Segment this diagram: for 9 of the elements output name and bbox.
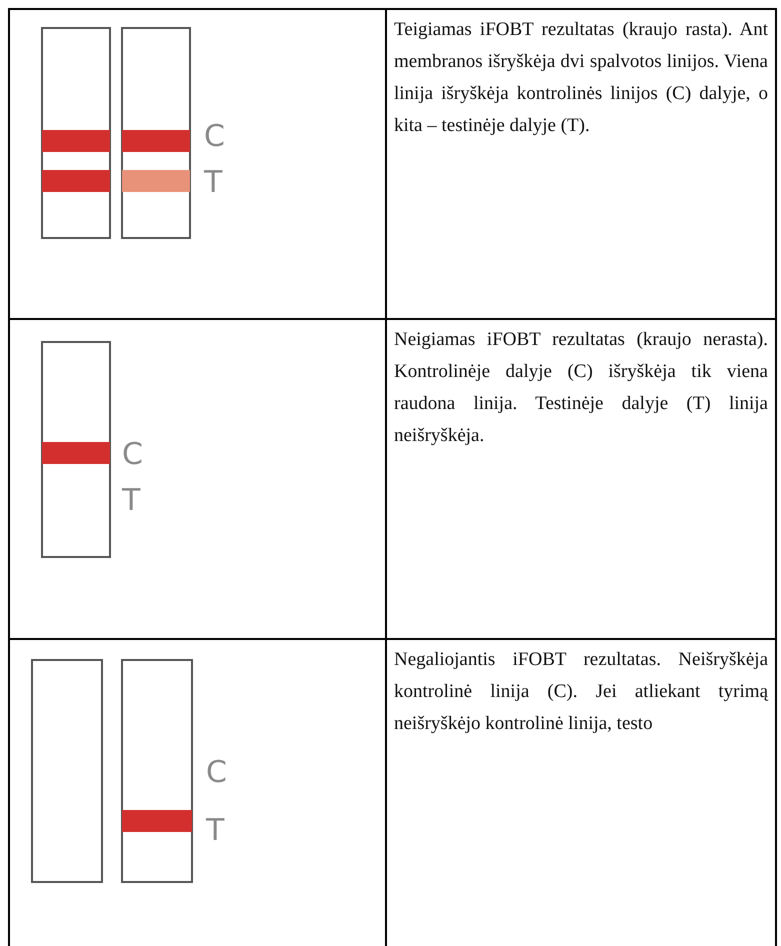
description-text: Neigiamas iFOBT rezultatas (kraujo nerasta). Kontrolinėje dalyje (C) išryškėja tik viena raudona linija. Testinėje dalyje (T) linija neišryškėja. bbox=[394, 328, 768, 448]
description-text: Negaliojantis iFOBT rezultatas. Neišryškėja kontrolinė linija (C). Jei atliekant tyrimą neišryškėjo kontrolinė linija, testo bbox=[394, 648, 768, 736]
zone-letter: C bbox=[204, 122, 225, 152]
zone-letter: T bbox=[122, 486, 140, 516]
description-text: Teigiamas iFOBT rezultatas (kraujo rasta). Ant membranos išryškėja dvi spalvotos linijos. Viena linija išryškėja kontrolinės linijos (C) dalyje, o kita – testinėje dalyje (T). bbox=[394, 18, 768, 138]
zone-letter: C bbox=[206, 758, 227, 788]
zone-letter: T bbox=[204, 168, 222, 198]
zone-letter: T bbox=[206, 816, 224, 846]
zone-letter: C bbox=[122, 440, 143, 470]
